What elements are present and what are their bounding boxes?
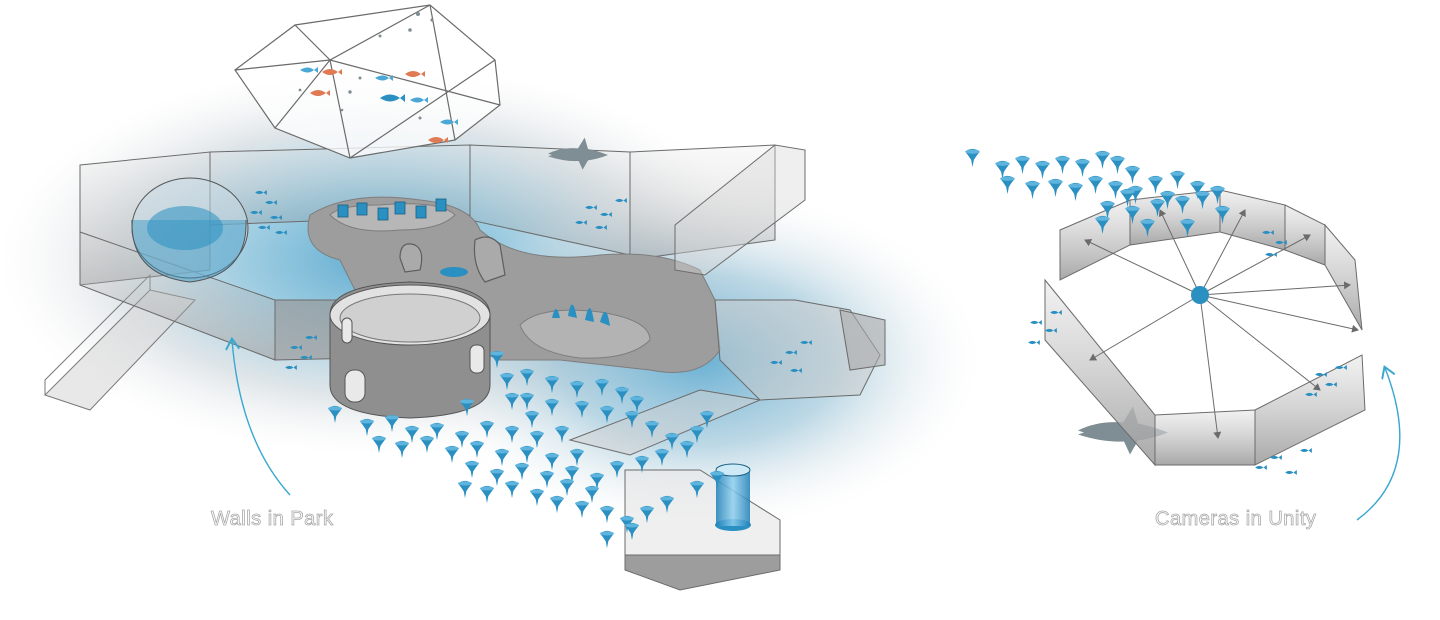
right-wing (674, 144, 886, 401)
walls-in-park-label: Walls in Park (211, 508, 334, 531)
jellyfish-icon (1025, 180, 1040, 200)
sculpture-fins (552, 304, 610, 326)
jellyfish-icon (458, 480, 472, 499)
lounge-chairs (399, 236, 506, 283)
unity-wall-ring (1044, 189, 1366, 467)
jellyfish-icon (505, 480, 519, 499)
jellyfish-icon (480, 485, 494, 504)
curved-arrow-icon (232, 340, 291, 496)
dome-bubbles (298, 12, 434, 120)
jellyfish-icon (1125, 165, 1140, 185)
jellyfish-icon (1110, 155, 1125, 175)
jellyfish-icon (1068, 182, 1083, 202)
jellyfish-icon (1088, 175, 1103, 195)
jellyfish-icon (1075, 158, 1090, 178)
round-theater (329, 281, 491, 419)
cylindrical-tank (131, 177, 249, 283)
table-cylinders (337, 198, 447, 221)
jellyfish-icon (1170, 170, 1185, 190)
curved-arrow-icon (1356, 368, 1401, 521)
jellyfish-icon (965, 148, 980, 168)
jellyfish-icon (1095, 150, 1110, 170)
jellyfish-icon (1035, 160, 1050, 180)
polyhedral-dome (234, 4, 501, 159)
jellyfish-icon (1108, 180, 1123, 200)
jellyfish-icon (1000, 175, 1015, 195)
cameras-in-unity-label: Cameras in Unity (1155, 508, 1317, 531)
glass-tube-tank (715, 463, 751, 531)
jellyfish-icon (1148, 175, 1163, 195)
clownfish-group (300, 67, 458, 143)
lower-corridor (568, 389, 781, 591)
jellyfish-icon (1055, 155, 1070, 175)
jellyfish-icon (1048, 178, 1063, 198)
jellyfish-icon (465, 460, 479, 479)
jellyfish-icon (445, 445, 459, 464)
jellyfish-icon (600, 530, 614, 549)
jellyfish-icon (1015, 155, 1030, 175)
floor-portal (440, 267, 468, 277)
camera-rig-icon (1084, 209, 1359, 439)
